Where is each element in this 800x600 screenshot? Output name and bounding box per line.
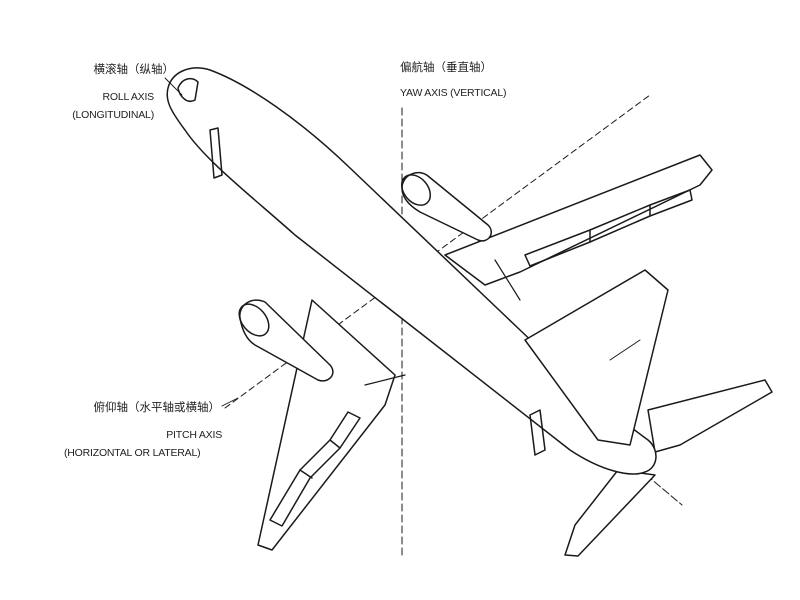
pitch-axis-label-zh: 俯仰轴（水平轴或横轴） (93, 400, 221, 414)
left-wing-flap (269, 411, 361, 527)
left-wing (257, 299, 396, 551)
right-wing-flap (524, 189, 693, 267)
horizontal-stabilizer-right (647, 379, 773, 453)
pitch-leader (221, 397, 239, 407)
left-engine (239, 299, 334, 382)
forward-door (209, 127, 223, 179)
roll-leader (164, 77, 183, 96)
right-engine (401, 171, 492, 242)
yaw-axis-label-zh: 偏航轴（垂直轴） (400, 60, 492, 74)
pitch-axis-label-en: PITCH AXIS (166, 429, 222, 441)
horizontal-stabilizer (564, 469, 656, 557)
pitch-axis-label-en-2: (HORIZONTAL OR LATERAL) (64, 447, 201, 459)
yaw-axis-label-en: YAW AXIS (VERTICAL) (400, 87, 507, 99)
cockpit-window (177, 77, 199, 102)
roll-axis-label-en-2: (LONGITUDINAL) (72, 109, 154, 121)
vertical-tail (524, 269, 669, 446)
fuselage (166, 67, 657, 475)
rear-door (529, 409, 546, 456)
roll-axis-label-zh: 横滚轴（纵轴） (93, 62, 175, 76)
roll-axis-label-en: ROLL AXIS (102, 91, 154, 103)
right-wing (444, 154, 713, 286)
